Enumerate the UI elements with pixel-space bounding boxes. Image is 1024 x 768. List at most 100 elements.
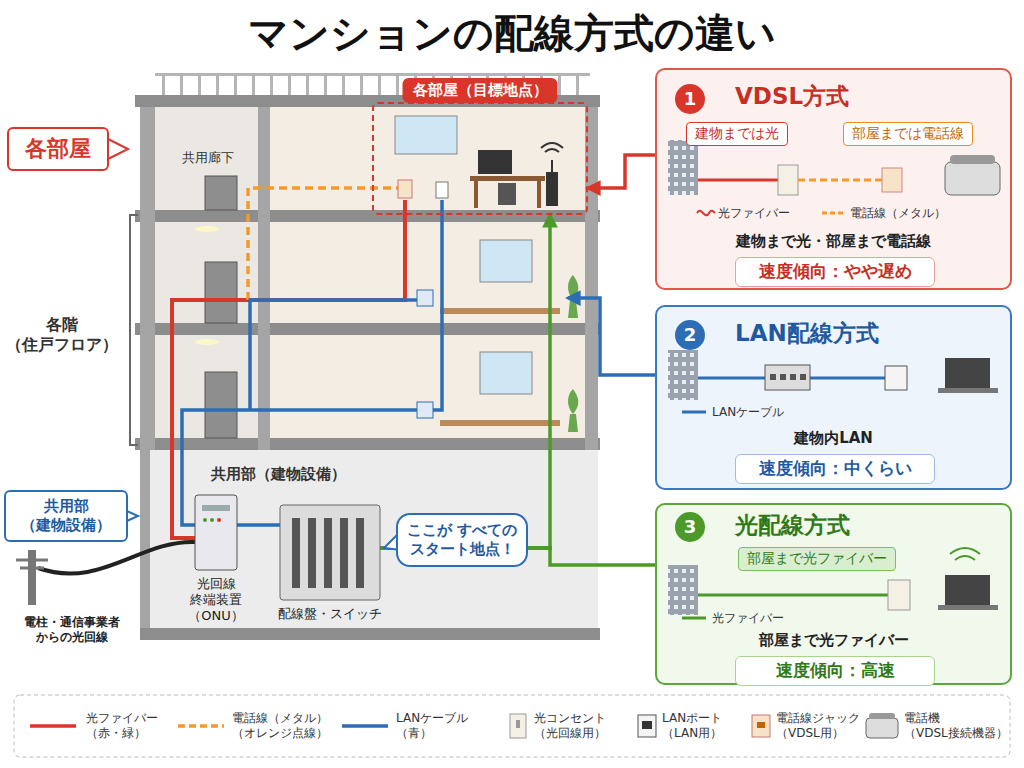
node-text: 2 xyxy=(684,324,697,347)
floor-bracket xyxy=(130,215,138,445)
panel-icons xyxy=(938,605,998,610)
legend-frame xyxy=(14,695,1010,757)
label-box: 1 xyxy=(675,84,705,114)
building xyxy=(440,420,560,426)
label-box: 速度傾向：やや遅め xyxy=(735,257,935,286)
distribution-cabinet xyxy=(324,518,332,588)
utility-pole xyxy=(16,550,48,605)
distribution-cabinet xyxy=(280,505,380,600)
target-room-furniture xyxy=(551,160,553,172)
node-text: 部屋までは電話線 xyxy=(852,125,964,143)
basement xyxy=(150,450,598,628)
building xyxy=(140,107,155,450)
distribution-cabinet xyxy=(356,518,364,588)
label-box: 各部屋 xyxy=(7,127,109,171)
legend-sample xyxy=(638,715,656,737)
node-text: VDSL方式 xyxy=(735,82,849,111)
utility-pole xyxy=(28,550,36,605)
legend-sample xyxy=(342,726,388,727)
target-room-furniture xyxy=(395,116,457,154)
basement xyxy=(140,628,600,640)
legend-text: 光ファイバー （赤・緑） xyxy=(86,711,166,741)
legend-frame xyxy=(14,695,1010,757)
annotation-label: 電話線（メタル） xyxy=(850,206,946,221)
legend-sample xyxy=(342,724,388,728)
building xyxy=(135,210,600,222)
legend-text: 電話機 （VDSL接続機器） xyxy=(904,711,1008,741)
building xyxy=(135,323,600,335)
basement xyxy=(140,450,600,640)
label-box: 部屋までは電話線 xyxy=(843,122,973,146)
building xyxy=(140,107,598,450)
annotation-label: 電柱・通信事業者 からの光回線 xyxy=(16,615,128,645)
target-room-furniture xyxy=(546,172,558,206)
panel-icons xyxy=(668,350,698,400)
node-text: 速度傾向：やや遅め xyxy=(754,261,916,282)
onu-device xyxy=(202,505,230,511)
panel-box: 光配線方式部屋まで光ファイバー3部屋まで光ファイバー速度傾向：高速 xyxy=(655,503,1012,685)
onu-device xyxy=(210,518,214,522)
legend-sample xyxy=(516,720,520,728)
panel-icons xyxy=(950,548,980,560)
label-box: 共用部 （建物設備） xyxy=(4,490,128,542)
building xyxy=(480,240,532,282)
building xyxy=(205,176,237,210)
connector-arrow xyxy=(588,155,655,188)
building xyxy=(195,339,219,345)
distribution-cabinet xyxy=(308,518,316,588)
legend-text: 電話線ジャック （VDSL用） xyxy=(776,711,864,741)
panel-icons xyxy=(682,617,706,620)
label-box: 3 xyxy=(675,512,705,542)
panel-icons xyxy=(945,162,1000,195)
target-room-furniture xyxy=(478,150,512,174)
legend-sample xyxy=(510,714,526,738)
panel-icons xyxy=(790,374,796,380)
annotation-label: LANケーブル xyxy=(712,405,784,420)
distribution-cabinet xyxy=(292,518,300,588)
legend-sample xyxy=(510,714,526,738)
basement xyxy=(140,450,150,640)
legend-sample xyxy=(178,726,224,727)
node-text: 共用部 （建物設備） xyxy=(14,497,118,535)
legend-sample xyxy=(178,724,224,728)
legend-sample xyxy=(869,713,895,719)
building xyxy=(195,226,219,232)
label-box: 速度傾向：高速 xyxy=(735,656,935,685)
callout-pointers xyxy=(106,138,128,160)
node-text: 光配線方式 xyxy=(735,511,850,540)
panel-box: VDSL方式建物まで光・部屋まで電話線1建物までは光部屋までは電話線速度傾向：や… xyxy=(655,68,1012,290)
annotation-label: 共用部（建物設備） xyxy=(211,465,346,484)
panel-icons xyxy=(882,168,902,192)
blue-arrow xyxy=(568,298,655,375)
panel-icons xyxy=(888,580,910,610)
legend-text: LANポート （LAN用） xyxy=(662,711,747,741)
node-text: 速度傾向：中くらい xyxy=(754,458,916,479)
legend-sample xyxy=(30,724,76,728)
panel-grounds xyxy=(655,68,1012,685)
panel-icons xyxy=(778,165,798,195)
panel-grounds xyxy=(655,305,1012,490)
legend-text: 電話線（メタル） （オレンジ点線） xyxy=(232,711,332,741)
legend-sample xyxy=(752,715,770,737)
jacks xyxy=(417,290,433,306)
target-room-furniture xyxy=(470,176,545,181)
blue-arrow xyxy=(568,298,655,375)
panel-icons xyxy=(668,140,698,195)
panel-icons xyxy=(780,374,786,380)
legend-sample xyxy=(638,715,656,737)
target-room-furniture xyxy=(498,183,516,205)
building xyxy=(480,352,532,394)
jacks xyxy=(436,182,448,198)
target-room-furniture xyxy=(541,143,563,152)
diagram-title: マンションの配線方式の違い xyxy=(0,8,1024,58)
node-text: 各部屋 xyxy=(25,135,91,163)
annotation-label: 各階 （住戸フロア） xyxy=(4,315,120,355)
panel-icons xyxy=(668,565,698,615)
panel-icons xyxy=(668,140,698,195)
node-text: 1 xyxy=(684,88,697,111)
panel-icons xyxy=(765,365,810,390)
legend-sample xyxy=(866,718,898,738)
